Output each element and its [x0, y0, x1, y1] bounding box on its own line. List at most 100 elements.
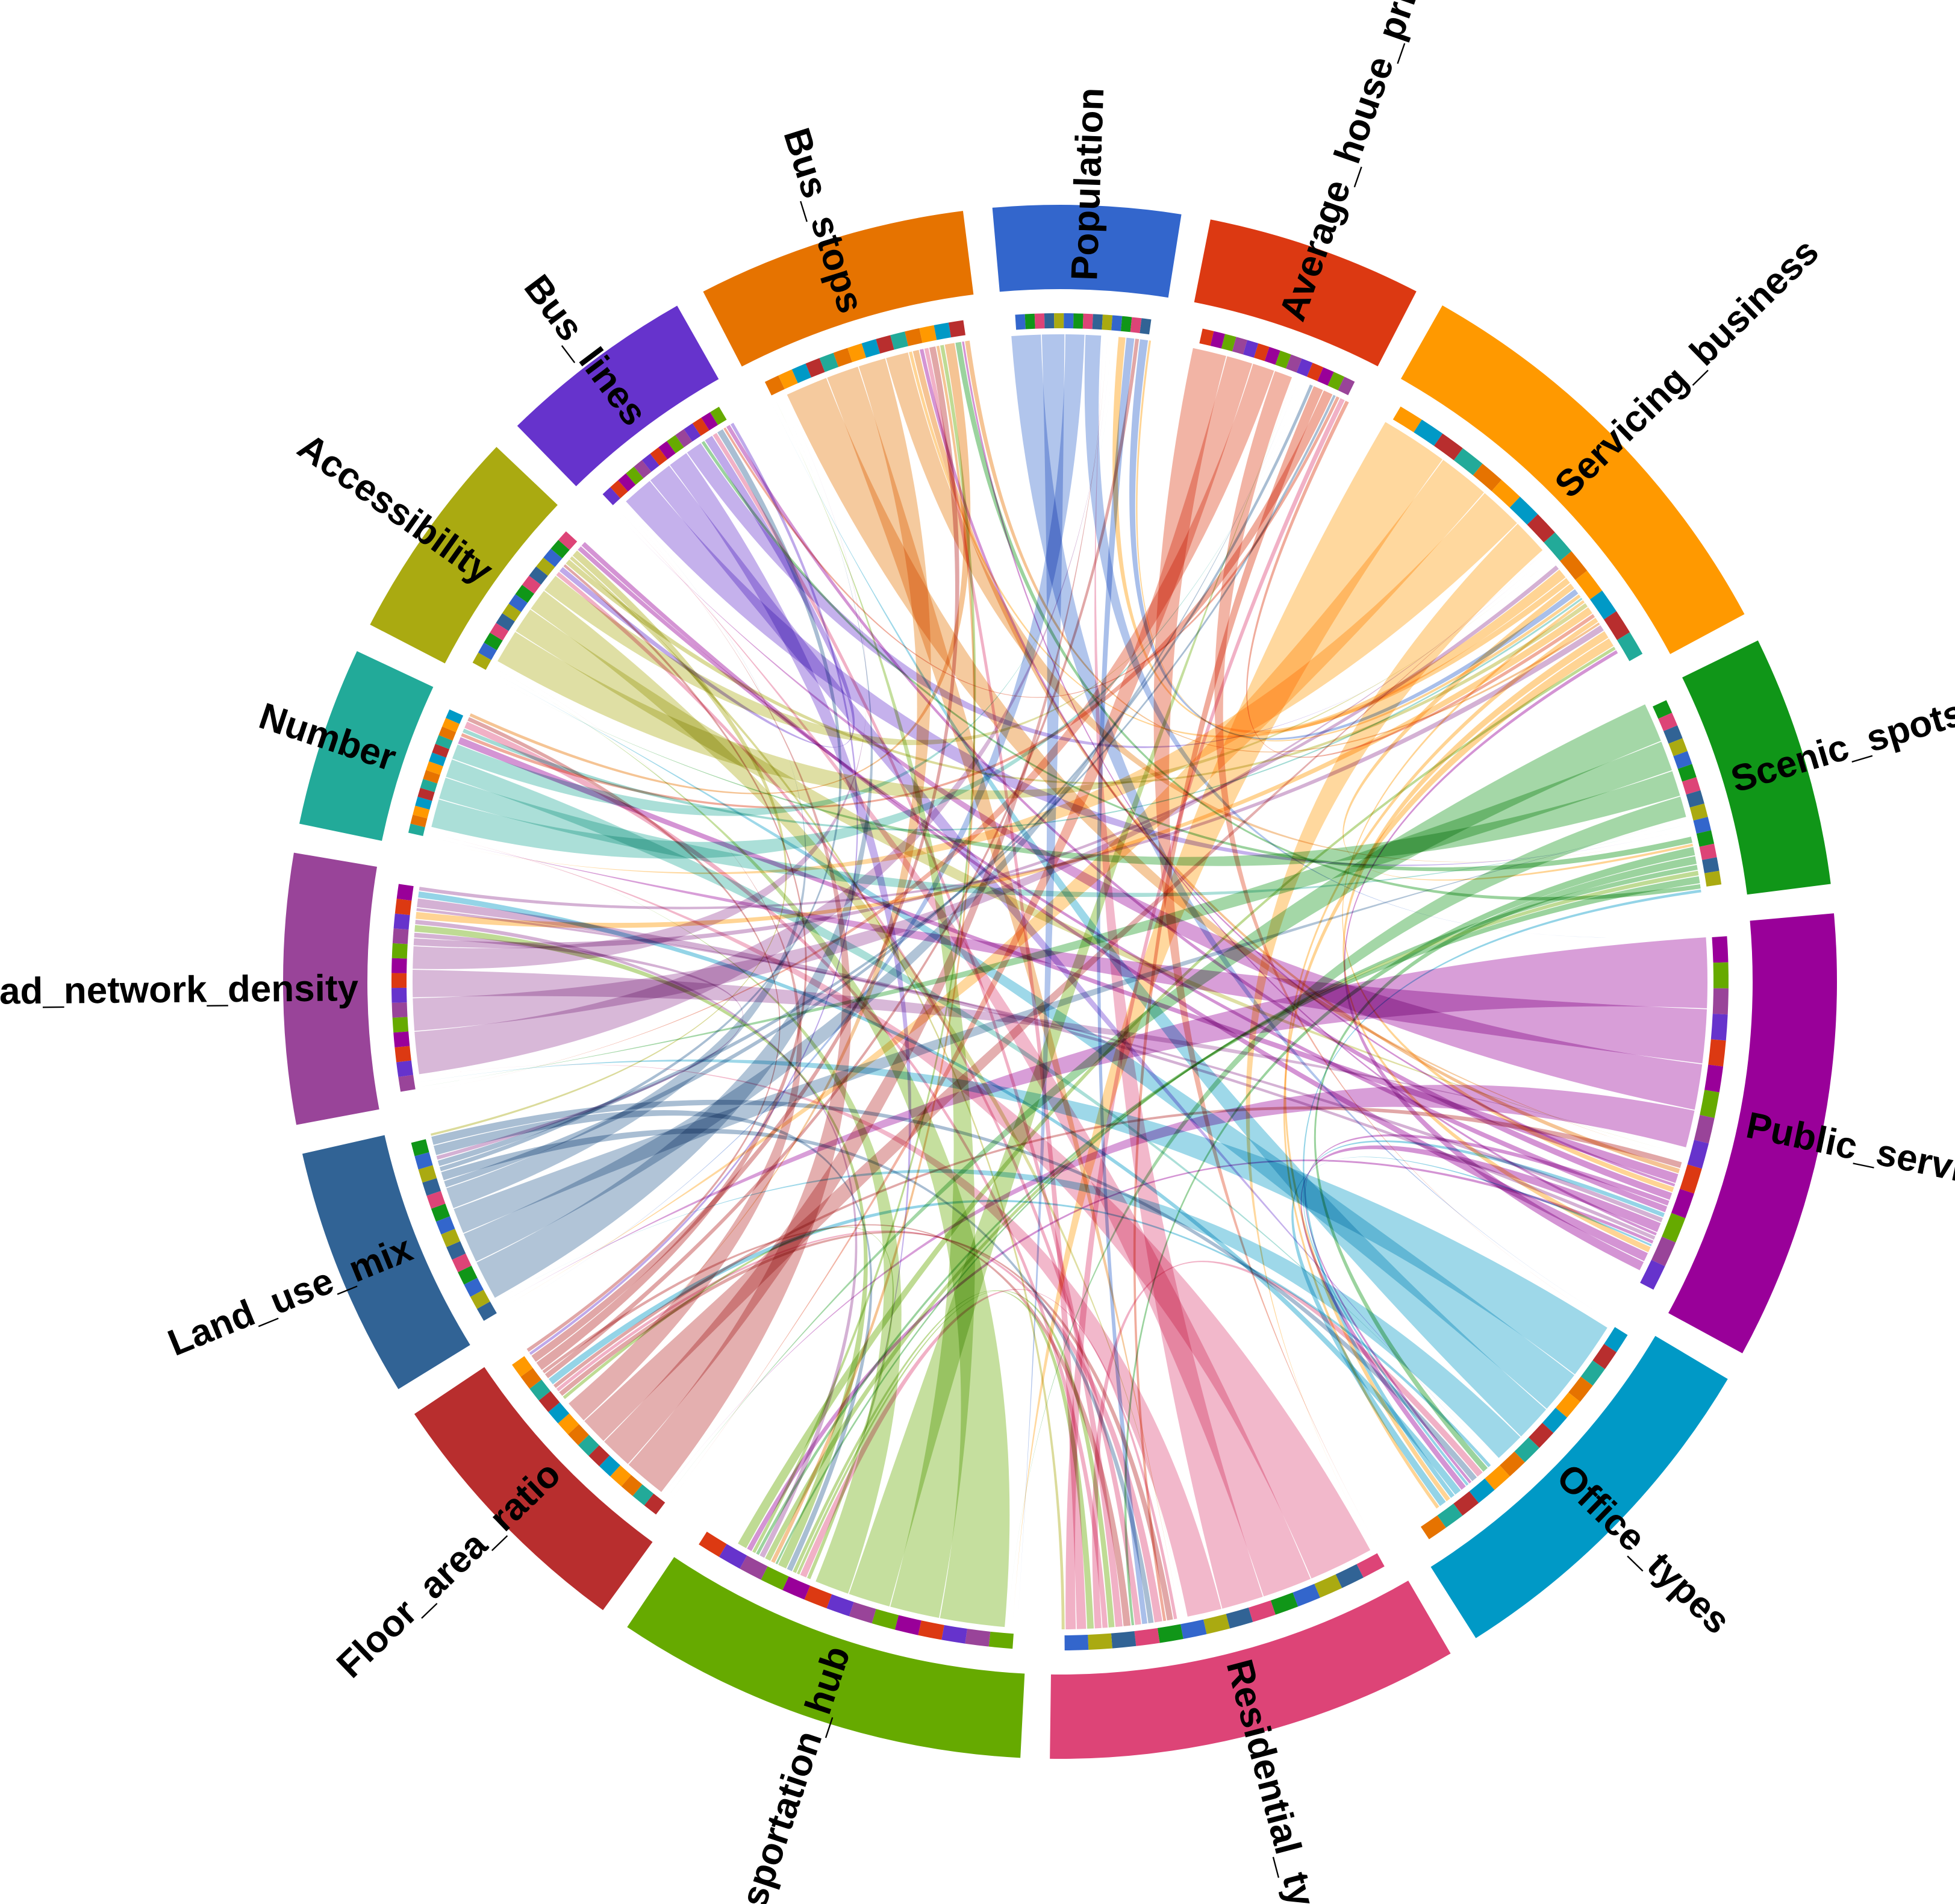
segment-tick-average-house-price — [1199, 328, 1214, 346]
segment-tick-accessibility — [543, 548, 563, 567]
segment-tick-scenic-spots — [1686, 790, 1704, 808]
segment-tick-floor-area-ratio — [529, 1379, 551, 1401]
segment-arc-bus-lines[interactable] — [517, 305, 719, 487]
ribbon-transportation-hub-to-bus-stops — [752, 345, 976, 1553]
segment-arc-population[interactable] — [992, 204, 1182, 298]
segment-tick-scenic-spots — [1663, 725, 1683, 744]
segment-tick-office-types — [1469, 1478, 1495, 1503]
segment-arc-public-services[interactable] — [1668, 913, 1838, 1353]
segment-tick-scenic-spots — [1658, 713, 1678, 731]
segment-tick-land-use-mix — [458, 1266, 478, 1285]
segment-tick-office-types — [1453, 1491, 1479, 1516]
segment-tick-residential-types — [1134, 1628, 1160, 1646]
segment-tick-number — [429, 752, 446, 767]
segment-tick-bus-stops — [861, 339, 881, 358]
segment-tick-population — [1102, 314, 1113, 331]
segment-tick-accessibility — [550, 540, 570, 559]
segment-tick-servicing-business — [1603, 611, 1630, 640]
segment-tick-floor-area-ratio — [578, 1435, 599, 1456]
ribbon-road-network-density-to-public-services — [413, 969, 1686, 1150]
segment-tick-number — [420, 779, 438, 793]
segment-tick-residential-types — [1270, 1592, 1299, 1615]
segment-tick-public-services — [1704, 1064, 1724, 1093]
segment-tick-transportation-hub — [918, 1620, 944, 1640]
segment-tick-servicing-business — [1617, 632, 1643, 661]
segment-tick-population — [1024, 313, 1035, 329]
segment-tick-floor-area-ratio — [621, 1475, 643, 1496]
segment-tick-bus-lines — [658, 441, 676, 460]
segment-tick-average-house-price — [1307, 363, 1324, 381]
segment-arc-scenic-spots[interactable] — [1682, 640, 1831, 895]
segment-tick-road-network-density — [391, 943, 408, 959]
segment-tick-population — [1092, 314, 1103, 330]
segment-label-road-network-density: Road_network_density — [0, 967, 359, 1013]
segment-tick-bus-lines — [618, 473, 636, 492]
segment-tick-residential-types — [1203, 1614, 1230, 1634]
segment-tick-road-network-density — [393, 1031, 410, 1047]
segment-tick-residential-types — [1111, 1631, 1137, 1649]
segment-tick-average-house-price — [1296, 358, 1313, 377]
segment-tick-public-services — [1713, 962, 1729, 988]
segment-tick-servicing-business — [1509, 496, 1538, 525]
segment-tick-bus-lines — [650, 447, 668, 466]
segment-tick-servicing-business — [1453, 448, 1483, 476]
segment-tick-bus-stops — [778, 369, 798, 390]
segment-tick-land-use-mix — [441, 1228, 461, 1247]
segment-tick-office-types — [1500, 1451, 1525, 1477]
segment-tick-number — [415, 796, 432, 810]
segment-tick-land-use-mix — [464, 1278, 484, 1297]
segment-tick-land-use-mix — [422, 1178, 441, 1196]
segment-tick-servicing-business — [1589, 590, 1617, 620]
segment-tick-land-use-mix — [411, 1139, 429, 1156]
segment-tick-transportation-hub — [826, 1594, 854, 1617]
segment-tick-population — [1064, 313, 1074, 329]
segment-arc-transportation-hub[interactable] — [627, 1556, 1025, 1758]
segment-tick-transportation-hub — [965, 1629, 991, 1647]
ribbon-bus-stops-to-transportation-hub — [771, 345, 976, 1563]
segment-arc-floor-area-ratio[interactable] — [414, 1367, 653, 1611]
segment-tick-transportation-hub — [849, 1602, 876, 1624]
segment-arc-number[interactable] — [299, 651, 434, 841]
segment-tick-population — [1044, 313, 1055, 329]
segment-tick-scenic-spots — [1689, 803, 1708, 821]
segment-arc-residential-types[interactable] — [1050, 1581, 1451, 1759]
segment-arc-servicing-business[interactable] — [1400, 305, 1745, 654]
segment-arc-bus-stops[interactable] — [703, 211, 974, 367]
segment-tick-public-services — [1651, 1236, 1676, 1267]
segment-arc-average-house-price[interactable] — [1194, 219, 1417, 367]
ribbon-average-house-price-to-number — [461, 390, 1333, 809]
segment-tick-average-house-price — [1221, 334, 1236, 352]
segment-tick-public-services — [1700, 1090, 1720, 1119]
segment-tick-road-network-density — [392, 928, 409, 944]
ribbon-average-house-price-to-office-types — [1214, 370, 1609, 1326]
segment-tick-road-network-density — [391, 958, 407, 973]
segment-tick-average-house-price — [1243, 340, 1259, 358]
segment-tick-servicing-business — [1527, 514, 1555, 543]
segment-arc-accessibility[interactable] — [370, 446, 558, 664]
segment-tick-public-services — [1662, 1213, 1686, 1243]
segment-tick-floor-area-ratio — [588, 1445, 610, 1467]
segment-tick-average-house-price — [1317, 367, 1334, 386]
segment-arc-road-network-density[interactable] — [282, 852, 379, 1125]
segment-arc-land-use-mix[interactable] — [302, 1135, 470, 1390]
segment-tick-average-house-price — [1338, 376, 1355, 396]
segment-tick-residential-types — [1064, 1635, 1089, 1650]
segment-tick-bus-stops — [876, 335, 894, 354]
segment-tick-population — [1034, 313, 1045, 329]
segment-tick-floor-area-ratio — [512, 1356, 533, 1377]
segment-tick-land-use-mix — [452, 1253, 472, 1273]
segment-tick-office-types — [1568, 1376, 1593, 1402]
segment-tick-servicing-business — [1544, 532, 1572, 561]
ribbon-public-services-to-bus-lines — [614, 511, 1703, 1110]
segment-tick-residential-types — [1226, 1607, 1253, 1629]
segment-tick-road-network-density — [391, 1002, 408, 1018]
segment-tick-transportation-hub — [804, 1585, 832, 1609]
segment-tick-bus-stops — [948, 320, 966, 338]
ribbon-public-services-to-land-use-mix — [499, 937, 1708, 1305]
segment-tick-servicing-business — [1433, 433, 1463, 461]
segment-tick-population — [1111, 315, 1123, 331]
segment-tick-residential-types — [1180, 1619, 1207, 1639]
segment-arc-office-types[interactable] — [1430, 1335, 1728, 1638]
segment-tick-scenic-spots — [1677, 764, 1697, 782]
